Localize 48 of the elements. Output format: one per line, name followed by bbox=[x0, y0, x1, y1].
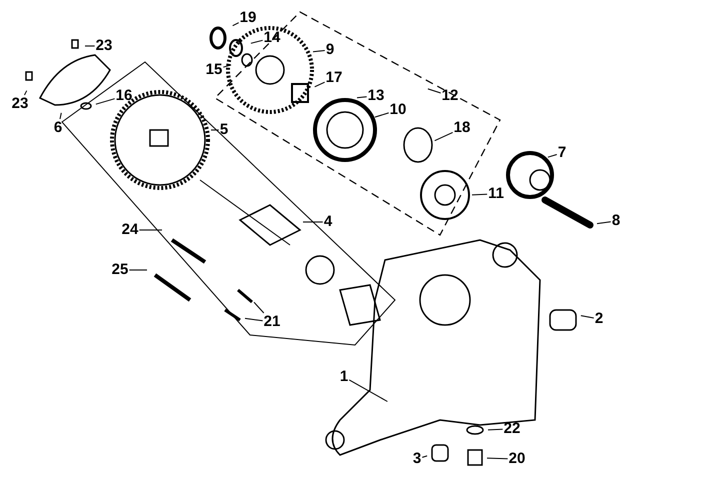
leader-line bbox=[312, 50, 326, 52]
leader-line bbox=[434, 132, 454, 142]
leader-line bbox=[232, 22, 240, 26]
callout-number: 24 bbox=[122, 222, 138, 238]
callout-number: 23 bbox=[12, 96, 28, 112]
callout-number: 25 bbox=[112, 262, 128, 278]
leader-line bbox=[547, 154, 558, 158]
callout-number: 3 bbox=[412, 451, 422, 467]
leader-line bbox=[95, 98, 116, 105]
leader-line bbox=[486, 458, 508, 460]
callout-number: 10 bbox=[390, 102, 406, 118]
leader-line bbox=[580, 315, 594, 318]
leader-line bbox=[254, 302, 264, 314]
callout-number: 15 bbox=[206, 62, 222, 78]
callout-number: 2 bbox=[594, 311, 604, 327]
leader-line bbox=[24, 90, 28, 96]
leader-line bbox=[250, 40, 264, 44]
leader-line bbox=[374, 112, 390, 118]
callout-number: 7 bbox=[558, 145, 566, 161]
callout-number: 17 bbox=[326, 70, 342, 86]
callout-number: 14 bbox=[264, 30, 280, 46]
leader-line bbox=[314, 82, 326, 88]
callout-number: 22 bbox=[504, 421, 520, 437]
leader-line bbox=[348, 379, 388, 402]
callout-number: 5 bbox=[220, 122, 228, 138]
leader-line bbox=[356, 96, 368, 98]
callout-number: 13 bbox=[368, 88, 384, 104]
leader-line bbox=[596, 221, 612, 224]
leader-line bbox=[488, 428, 504, 430]
leader-line bbox=[472, 194, 488, 196]
callout-number: 19 bbox=[240, 10, 256, 26]
leader-line bbox=[222, 64, 232, 68]
callout-number: 12 bbox=[442, 88, 458, 104]
leader-line bbox=[422, 455, 428, 458]
callout-number: 8 bbox=[612, 213, 620, 229]
callout-number: 23 bbox=[96, 38, 112, 54]
callout-number: 1 bbox=[340, 369, 348, 385]
callout-number: 21 bbox=[264, 314, 280, 330]
leader-line bbox=[244, 318, 264, 322]
callout-number: 4 bbox=[324, 214, 332, 230]
callout-number: 11 bbox=[488, 186, 504, 202]
leader-line bbox=[427, 88, 442, 94]
leader-line bbox=[60, 112, 62, 120]
callout-number: 20 bbox=[508, 451, 526, 467]
callout-number: 18 bbox=[454, 120, 470, 136]
callout-number: 9 bbox=[326, 42, 334, 58]
callout-number: 16 bbox=[116, 88, 132, 104]
callout-number: 6 bbox=[54, 120, 62, 136]
